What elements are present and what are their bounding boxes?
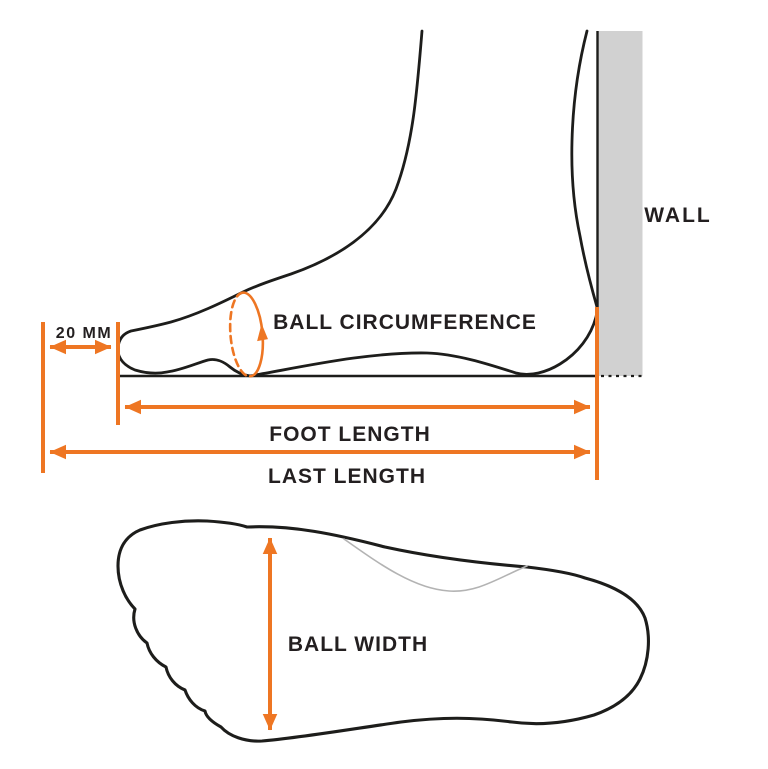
ellipse-dashed-half	[228, 291, 252, 378]
ball-circumference-label: BALL CIRCUMFERENCE	[273, 311, 537, 334]
toe-allowance-label: 20 MM	[56, 325, 112, 342]
footprint-arch-line	[343, 538, 528, 592]
wall-rectangle	[597, 31, 643, 376]
ball-width-label: BALL WIDTH	[288, 633, 428, 656]
ellipse-arrowhead-icon	[257, 323, 268, 342]
measurement-ticks	[41, 307, 599, 480]
footprint-outline	[116, 519, 650, 743]
ball-circumference-ellipse	[228, 291, 268, 378]
foot-side-outline	[116, 29, 599, 378]
measurement-arrows	[49, 339, 591, 731]
last-length-label: LAST LENGTH	[268, 465, 426, 488]
wall-label: WALL	[644, 204, 711, 227]
foot-length-label: FOOT LENGTH	[269, 423, 431, 446]
